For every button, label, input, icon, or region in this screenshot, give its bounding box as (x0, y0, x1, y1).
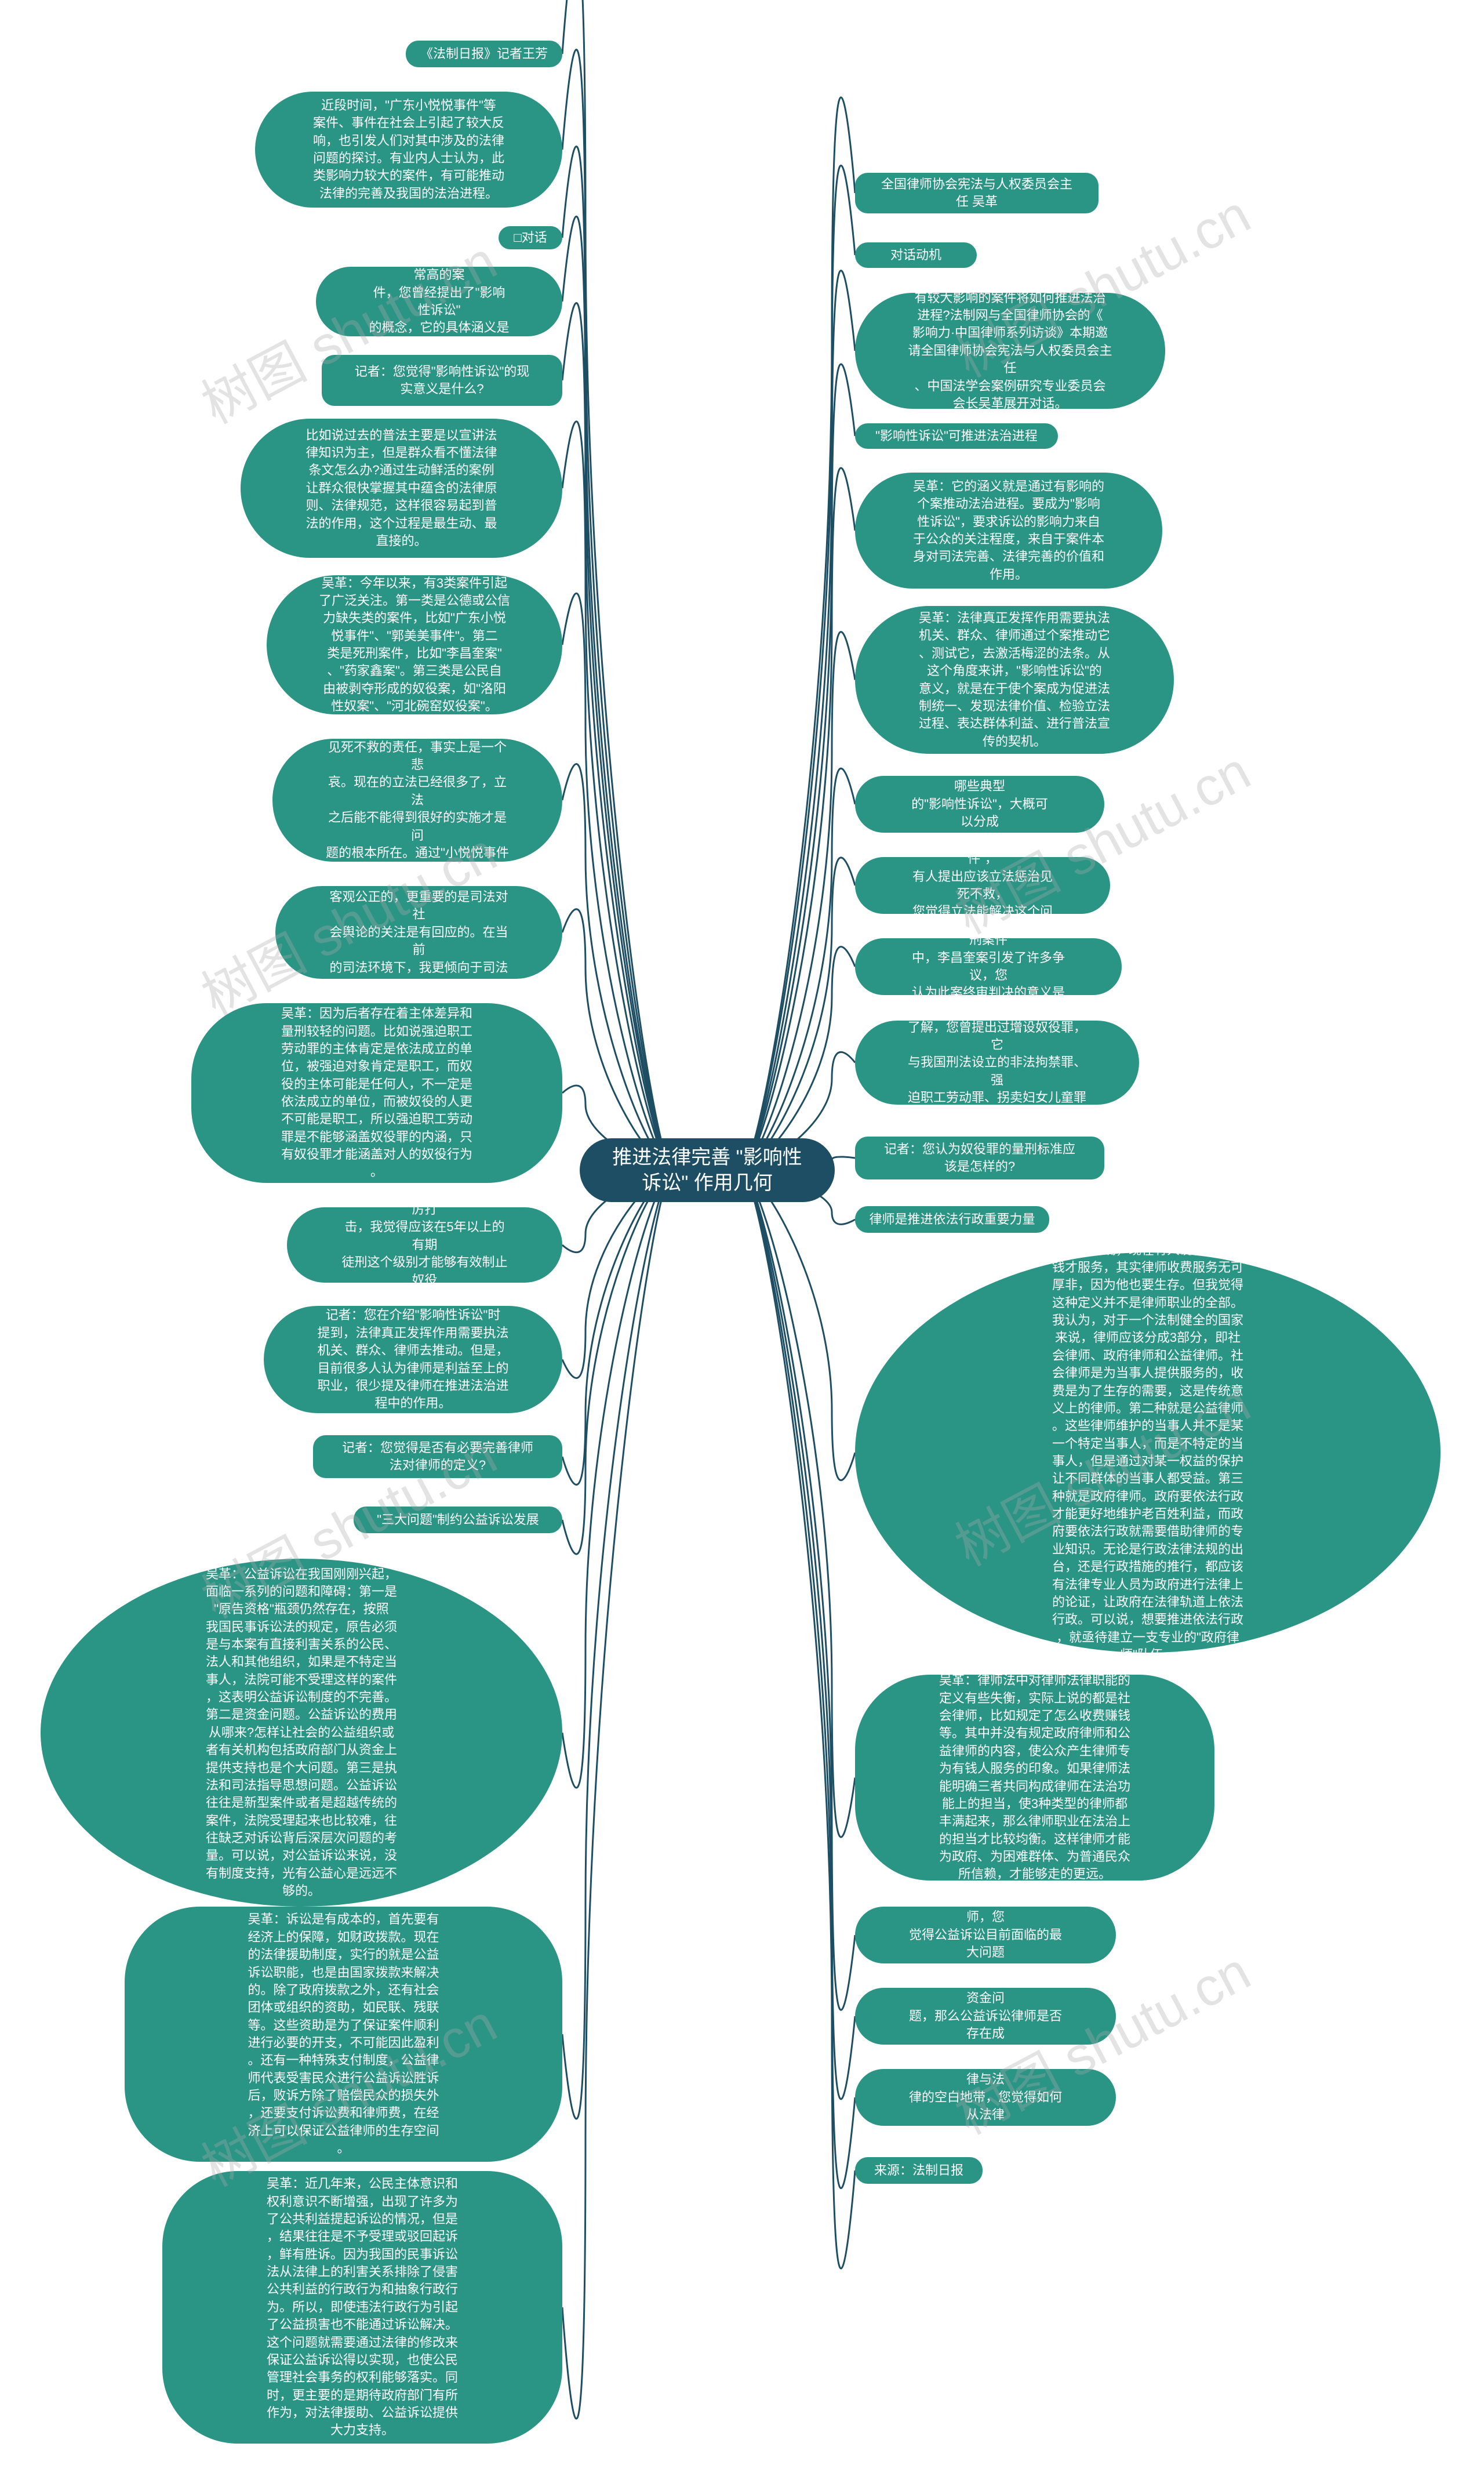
branch-node-text: 记者：在您归纳的第二类死刑案件 中，李昌奎案引发了许多争议，您 认为此案终审判决… (911, 938, 1065, 995)
left-branch-node[interactable]: 记者：您在介绍"影响性诉讼"时 提到，法律真正发挥作用需要执法 机关、群众、律师… (264, 1306, 562, 1413)
branch-node-text: 来源：法制日报 (874, 2162, 963, 2177)
connector-line (561, 592, 673, 1171)
branch-node-text: 有较大影响的案件将如何推进法治 进程?法制网与全国律师协会的《 影响力·中国律师… (908, 293, 1112, 409)
left-branch-node[interactable]: 记者：您觉得"影响性诉讼"的现 实意义是什么? (322, 355, 562, 406)
left-branch-node[interactable]: 记者：您觉得是否有必要完善律师 法对律师的定义? (313, 1435, 562, 1478)
branch-node-text: 记者：您在介绍"影响性诉讼"时 提到，法律真正发挥作用需要执法 机关、群众、律师… (317, 1308, 509, 1411)
right-branch-node[interactable]: 吴革：律师法中对律师法律职能的 定义有些失衡，实际上说的都是社 会律师，比如规定… (855, 1675, 1214, 1881)
branch-node-text: 吴革：我个人认为如果立法来确定 见死不救的责任，事实上是一个悲 哀。现在的立法已… (326, 739, 509, 860)
right-branch-node[interactable]: 记者：针对"广东小悦悦事件"， 有人提出应该立法惩治见死不救， 您觉得立法能解决… (855, 857, 1110, 914)
connector-line (561, 1169, 673, 1555)
left-branch-node[interactable]: 吴革：近几年来，公民主体意识和 权利意识不断增强，出现了许多为 了公共利益提起诉… (162, 2171, 562, 2444)
right-branch-node[interactable]: 记者：您觉得今年以来有哪些典型 的"影响性诉讼"，大概可以分成 几类? (855, 776, 1104, 833)
left-branch-node[interactable]: 吴革：因为后者存在着主体差异和 量刑较轻的问题。比如说强迫职工 劳动罪的主体肯定… (191, 1003, 562, 1183)
branch-node-text: 吴革：法律真正发挥作用需要执法 机关、群众、律师通过个案推动它 、测试它，去激活… (918, 611, 1110, 749)
left-branch-node[interactable]: "三大问题"制约公益诉讼发展 (354, 1507, 562, 1533)
branch-node-text: 律师是推进依法行政重要力量 (869, 1211, 1035, 1226)
right-branch-node[interactable]: 律师是推进依法行政重要力量 (855, 1206, 1049, 1233)
branch-node-text: 吴革：律师法中对律师法律职能的 定义有些失衡，实际上说的都是社 会律师，比如规定… (939, 1675, 1130, 1881)
left-branch-node[interactable]: 吴革：我个人认为如果立法来确定 见死不救的责任，事实上是一个悲 哀。现在的立法已… (272, 739, 562, 862)
left-branch-node[interactable]: 吴革：公益诉讼在我国刚刚兴起， 面临一系列的问题和障碍：第一是 "原告资格"瓶颈… (41, 1559, 562, 1907)
left-branch-node[interactable]: 吴革：诉讼是有成本的，首先要有 经济上的保障，如财政拨款。现在 的法律援助制度，… (125, 1907, 562, 2162)
left-branch-node[interactable]: 记者：针对一些关注度非常高的案 件，您曾经提出了"影响性诉讼" 的概念，它的具体… (316, 267, 562, 336)
connector-line (741, 363, 856, 1171)
right-branch-node[interactable]: "影响性诉讼"可推进法治进程 (855, 423, 1058, 449)
connector-line (561, 1169, 673, 1789)
branch-node-text: 记者：您觉得"影响性诉讼"的现 实意义是什么? (354, 364, 530, 396)
connector-line (741, 467, 856, 1171)
right-branch-node[interactable]: 记者：在您归纳的第二类死刑案件 中，李昌奎案引发了许多争议，您 认为此案终审判决… (855, 938, 1122, 995)
branch-node-text: 记者：刚刚您谈到奴役类案件，据 了解，您曾提出过增设奴役罪，它 与我国刑法设立的… (907, 1021, 1086, 1105)
branch-node-text: 近段时间，"广东小悦悦事件"等 案件、事件在社会上引起了较大反 响，也引发人们对… (312, 97, 504, 201)
branch-node-text: 记者：刚刚您提到了公益律师，您 觉得公益诉讼目前面临的最大问题 是什么? (908, 1907, 1062, 1963)
connector-line (741, 1169, 856, 2270)
branch-node-text: 记者：您觉得是否有必要完善律师 法对律师的定义? (341, 1440, 533, 1472)
connector-line (561, 420, 673, 1171)
connector-line (561, 1169, 673, 2420)
connector-line (561, 0, 673, 1171)
root-topic-label: 推进法律完善 "影响性诉讼" 作用几何 (612, 1146, 802, 1194)
branch-node-text: 吴革：今年以来，有3类案件引起 了广泛关注。第一类是公德或公信 力缺失类的案件，… (319, 575, 511, 714)
right-branch-node[interactable]: 记者：您认为奴役罪的量刑标准应 该是怎样的? (855, 1137, 1104, 1179)
branch-node-text: 吴革：诉讼是有成本的，首先要有 经济上的保障，如财政拨款。现在 的法律援助制度，… (248, 1912, 439, 2156)
branch-node-text: 对话动机 (890, 247, 941, 262)
connector-line (561, 49, 673, 1171)
connector-line (741, 1169, 856, 2011)
branch-node-text: 记者：您觉得今年以来有哪些典型 的"影响性诉讼"，大概可以分成 几类? (910, 776, 1050, 833)
left-branch-node[interactable]: 吴革：李昌奎案终审的判决结果是 客观公正的，更重要的是司法对社 会舆论的关注是有… (275, 886, 562, 979)
branch-node-text: "影响性诉讼"可推进法治进程 (875, 428, 1038, 443)
right-branch-node[interactable]: 吴革：它的涵义就是通过有影响的 个案推动法治进程。要成为"影响 性诉讼"，要求诉… (855, 473, 1162, 589)
branch-node-text: 记者：针对一些关注度非常高的案 件，您曾经提出了"影响性诉讼" 的概念，它的具体… (369, 267, 510, 335)
right-branch-node[interactable]: 有较大影响的案件将如何推进法治 进程?法制网与全国律师协会的《 影响力·中国律师… (855, 293, 1165, 409)
right-branch-node[interactable]: 全国律师协会宪法与人权委员会主 任 吴革 (855, 173, 1099, 213)
left-branch-node[interactable]: 《法制日报》记者王芳 (406, 41, 562, 67)
branch-node-text: 吴革：的确，现在有人说律师是给 钱才服务，其实律师收费服务无可 厚非，因为他也要… (1052, 1253, 1243, 1653)
right-branch-node[interactable]: 记者：有人说，公益诉讼法律与法 律的空白地带，您觉得如何从法律 上推进公益诉讼? (855, 2069, 1116, 2126)
right-branch-node[interactable]: 对话动机 (855, 242, 977, 268)
branch-node-text: 记者：您刚才提到公益诉讼资金问 题，那么公益诉讼律师是否存在成 本或生存问题? (908, 1988, 1062, 2045)
connector-line (561, 763, 673, 1171)
branch-node-text: 吴革：它的涵义就是通过有影响的 个案推动法治进程。要成为"影响 性诉讼"，要求诉… (912, 478, 1104, 582)
branch-node-text: 记者：您认为奴役罪的量刑标准应 该是怎样的? (883, 1141, 1075, 1174)
branch-node-text: 记者：针对"广东小悦悦事件"， 有人提出应该立法惩治见死不救， 您觉得立法能解决… (912, 857, 1053, 914)
connector-line (741, 767, 856, 1171)
branch-node-text: 吴革：近几年来，公民主体意识和 权利意识不断增强，出现了许多为 了公共利益提起诉… (266, 2176, 458, 2438)
left-branch-node[interactable]: 近段时间，"广东小悦悦事件"等 案件、事件在社会上引起了较大反 响，也引发人们对… (255, 92, 562, 208)
right-branch-node[interactable]: 吴革：法律真正发挥作用需要执法 机关、群众、律师通过个案推动它 、测试它，去激活… (855, 606, 1174, 754)
branch-node-text: 吴革：因为后者存在着主体差异和 量刑较轻的问题。比如说强迫职工 劳动罪的主体肯定… (281, 1006, 472, 1179)
connector-line (741, 631, 856, 1171)
right-branch-node[interactable]: 记者：您刚才提到公益诉讼资金问 题，那么公益诉讼律师是否存在成 本或生存问题? (855, 1988, 1116, 2045)
branch-node-text: 吴革：公益诉讼在我国刚刚兴起， 面临一系列的问题和障碍：第一是 "原告资格"瓶颈… (205, 1566, 397, 1899)
branch-node-text: 比如说过去的普法主要是以宣讲法 律知识为主，但是群众看不懂法律 条文怎么办?通过… (305, 427, 497, 548)
right-branch-node[interactable]: 记者：刚刚您谈到奴役类案件，据 了解，您曾提出过增设奴役罪，它 与我国刑法设立的… (855, 1021, 1139, 1105)
branch-node-text: □对话 (514, 230, 547, 245)
connector-line (741, 164, 856, 1171)
right-branch-node[interactable]: 来源：法制日报 (855, 2157, 983, 2184)
connector-line (741, 1169, 856, 2100)
connector-line (741, 270, 856, 1171)
branch-node-text: 《法制日报》记者王芳 (420, 46, 548, 61)
branch-node-text: 全国律师协会宪法与人权委员会主 任 吴革 (881, 176, 1072, 209)
root-topic[interactable]: 推进法律完善 "影响性诉讼" 作用几何 (580, 1138, 835, 1202)
connector-line (561, 302, 673, 1171)
branch-node-text: 记者：有人说，公益诉讼法律与法 律的空白地带，您觉得如何从法律 上推进公益诉讼? (908, 2069, 1062, 2126)
left-branch-node[interactable]: 比如说过去的普法主要是以宣讲法 律知识为主，但是群众看不懂法律 条文怎么办?通过… (241, 419, 562, 558)
right-branch-node[interactable]: 吴革：的确，现在有人说律师是给 钱才服务，其实律师收费服务无可 厚非，因为他也要… (855, 1253, 1441, 1653)
branch-node-text: "三大问题"制约公益诉讼发展 (377, 1512, 539, 1527)
connector-line (741, 1169, 856, 1838)
branch-node-text: 吴革：李昌奎案终审的判决结果是 客观公正的，更重要的是司法对社 会舆论的关注是有… (329, 886, 508, 979)
left-branch-node[interactable]: □对话 (499, 226, 562, 249)
right-branch-node[interactable]: 记者：刚刚您提到了公益律师，您 觉得公益诉讼目前面临的最大问题 是什么? (855, 1907, 1116, 1963)
connector-line (561, 215, 673, 1171)
connector-line (561, 1169, 673, 1486)
left-branch-node[interactable]: 吴革：对奴役这种行为应该严厉打 击，我觉得应该在5年以上的有期 徒刑这个级别才能… (287, 1207, 562, 1283)
connector-line (561, 1169, 673, 2120)
branch-node-text: 吴革：对奴役这种行为应该严厉打 击，我觉得应该在5年以上的有期 徒刑这个级别才能… (341, 1207, 508, 1283)
left-branch-node[interactable]: 吴革：今年以来，有3类案件引起 了广泛关注。第一类是公德或公信 力缺失类的案件，… (267, 575, 562, 714)
connector-line (741, 1169, 856, 2190)
